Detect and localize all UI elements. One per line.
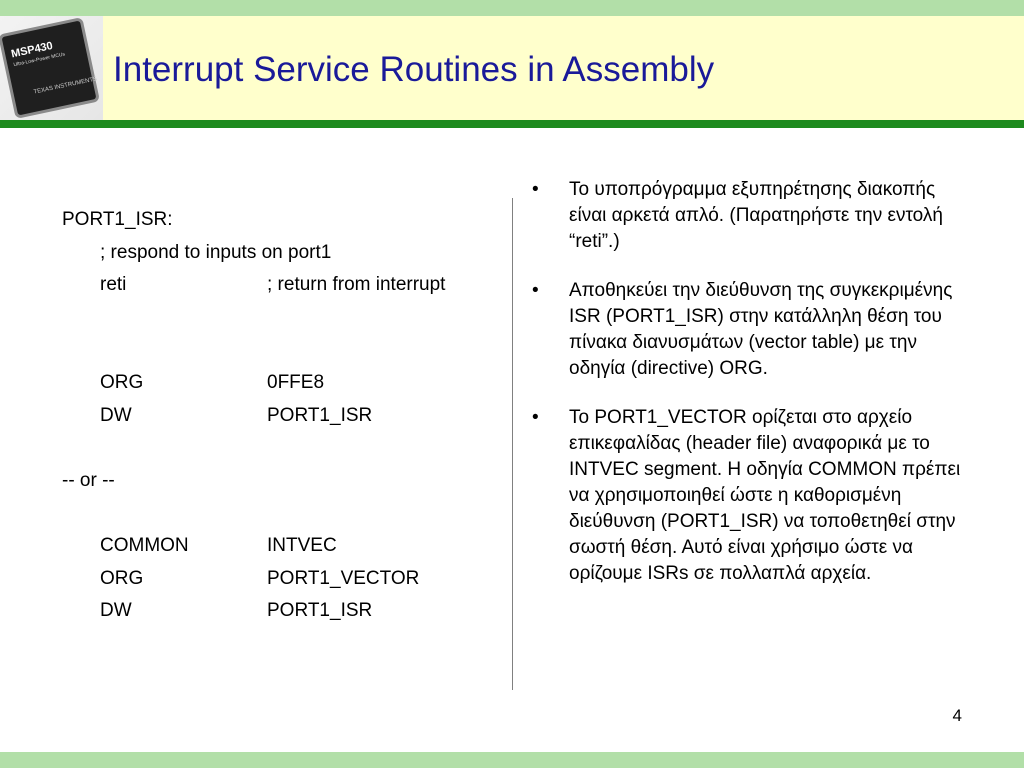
top-band — [0, 0, 1024, 16]
code-label: PORT1_ISR: — [62, 209, 173, 230]
slide-title: Interrupt Service Routines in Assembly — [113, 50, 715, 89]
divider-line — [512, 198, 513, 690]
slide-number: 4 — [952, 706, 962, 725]
code-line: PORT1_ISR: — [62, 204, 502, 237]
code-instruction: reti — [100, 274, 127, 296]
code-instruction: COMMON — [100, 534, 189, 556]
bullet-item: • Το PORT1_VECTOR ορίζεται στο αρχείο επι… — [530, 405, 970, 587]
code-line: DW PORT1_ISR — [62, 595, 502, 628]
code-instruction: ORG — [100, 567, 144, 589]
bullet-item: • Αποθηκεύει την διεύθυνση της συγκεκριμέ… — [530, 278, 970, 382]
code-line — [62, 334, 502, 367]
code-line: ORG 0FFE8 — [62, 367, 502, 400]
header-bar — [0, 16, 1024, 120]
ti-logo: TEXAS INSTRUMENTS — [33, 76, 98, 96]
chip-icon: MSP430 Ultra-Low-Power MCUs TEXAS INSTRU… — [1, 20, 98, 116]
bottom-band — [0, 752, 1024, 768]
code-line: DW PORT1_ISR — [62, 400, 502, 433]
bullet-marker: • — [532, 407, 539, 428]
code-line — [62, 432, 502, 465]
code-label: -- or -- — [62, 469, 115, 491]
code-operand: ; return from interrupt — [267, 274, 446, 296]
code-instruction: ; respond to inputs on port1 — [100, 241, 332, 263]
code-operand: PORT1_ISR — [267, 404, 373, 426]
bullet-marker: • — [532, 179, 539, 200]
code-line: ORG PORT1_VECTOR — [62, 563, 502, 596]
code-line — [62, 302, 502, 335]
code-operand: INTVEC — [267, 534, 337, 556]
code-instruction: DW — [100, 404, 132, 426]
code-line — [62, 497, 502, 530]
header-rule — [0, 120, 1024, 128]
code-line: COMMON INTVEC — [62, 530, 502, 563]
bullet-text: Αποθηκεύει την διεύθυνση της συγκεκριμέν… — [569, 280, 953, 379]
code-line: -- or -- — [62, 465, 502, 498]
msp430-logo: MSP430 Ultra-Low-Power MCUs TEXAS INSTRU… — [0, 16, 103, 120]
bullet-list: • Το υποπρόγραμμα εξυπηρέτησης διακοπής ε… — [530, 177, 970, 610]
code-operand: PORT1_VECTOR — [267, 567, 420, 589]
bullet-text: Το υποπρόγραμμα εξυπηρέτησης διακοπής εί… — [569, 179, 943, 252]
bullet-marker: • — [532, 280, 539, 301]
code-instruction: DW — [100, 600, 132, 622]
code-line: ; respond to inputs on port1 — [62, 237, 502, 270]
code-operand: 0FFE8 — [267, 371, 325, 393]
bullet-item: • Το υποπρόγραμμα εξυπηρέτησης διακοπής ε… — [530, 177, 970, 255]
code-block: PORT1_ISR: ; respond to inputs on port1 re… — [62, 204, 502, 628]
bullet-text: Το PORT1_VECTOR ορίζεται στο αρχείο επικ… — [569, 407, 961, 584]
code-operand: PORT1_ISR — [267, 600, 373, 622]
code-instruction: ORG — [100, 371, 144, 393]
code-line: reti ; return from interrupt — [62, 269, 502, 302]
